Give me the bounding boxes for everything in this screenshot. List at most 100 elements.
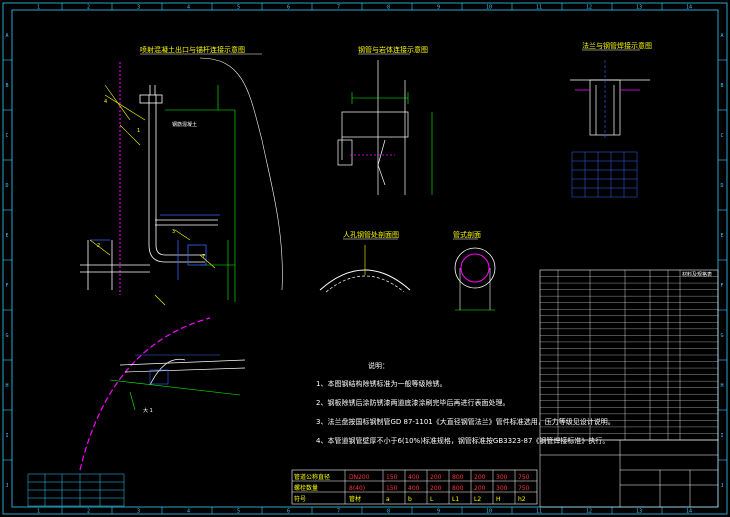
main-view-title: 喷射混凝土出口与锚杆连接示意图 (140, 45, 245, 54)
ruler-num: 9 (437, 5, 440, 11)
table-cell: 400 (408, 474, 420, 481)
ruler-num: 5 (237, 5, 240, 11)
note-line: 1、本图钢结构除锈标准为一般等级除锈。 (316, 379, 446, 388)
section-view: 管式剖面 (453, 230, 496, 311)
ruler-num: 7 (337, 509, 340, 515)
ruler-num: 6 (287, 509, 290, 515)
table-cell: h2 (518, 496, 526, 503)
table-cell: 800 (452, 474, 464, 481)
table-cell: 管材 (349, 495, 361, 503)
table-cell: L1 (452, 496, 459, 503)
arch-view-title: 人孔钢管处剖面图 (343, 230, 399, 239)
ruler-num: 2 (87, 509, 90, 515)
ruler-num: 11 (536, 5, 542, 11)
arch-view: 人孔钢管处剖面图 (319, 230, 411, 293)
notes-block: 说明： 1、本图钢结构除锈标准为一般等级除锈。 2、钢板除锈后涂防锈漆两道底漆涂… (316, 361, 615, 445)
ruler-letter: F (721, 283, 724, 289)
flange-detail: 法兰与钢管焊接示意图 (570, 41, 652, 198)
table-cell: 300 (496, 474, 508, 481)
ruler-num: 10 (486, 5, 492, 11)
callout-num: 7 (202, 254, 205, 260)
rock-boundary (199, 57, 283, 291)
revision-table (27, 473, 125, 507)
main-callouts: 4 1 3 7 2 (97, 99, 205, 260)
main-view: 喷射混凝土出口与锚杆连接示意图 (80, 45, 283, 306)
side-view-title: 钢管与岩体连接示意图 (358, 45, 428, 54)
ruler-num: 5 (237, 509, 240, 515)
table-cell: 200 (430, 474, 442, 481)
ruler-num: 4 (187, 5, 190, 11)
table-cell: 200 (474, 485, 486, 492)
table-cell: 750 (518, 474, 530, 481)
ruler-ticks (3, 3, 727, 514)
ruler-letter: D (6, 183, 9, 189)
ruler-num: 3 (137, 509, 140, 515)
flange-detail-title: 法兰与钢管焊接示意图 (582, 41, 652, 50)
table-cell: 管道公称直径 (294, 473, 330, 481)
table-cell: H (496, 496, 501, 503)
ruler-num: 3 (137, 5, 140, 11)
table-cell: L2 (474, 496, 481, 503)
ruler-letter: A (6, 33, 9, 39)
ruler-num: 1 (37, 5, 40, 11)
ruler-num: 11 (536, 509, 542, 515)
table-cell: b (408, 496, 412, 503)
main-pipe (80, 85, 218, 290)
blue-branch (90, 214, 220, 280)
ruler-letter: I (721, 433, 724, 439)
table-cell: 符号 (294, 495, 306, 503)
ruler-letter: H (6, 383, 9, 389)
ruler-num: 14 (686, 5, 692, 11)
table-cell: 150 (386, 474, 398, 481)
callout-num: 4 (104, 99, 107, 105)
callout-num: 1 (137, 128, 140, 134)
ruler-letter: A (721, 33, 724, 39)
ruler-num: 7 (337, 5, 340, 11)
ruler-num: 1 (37, 509, 40, 515)
table-cell: 300 (496, 485, 508, 492)
ruler-letter: I (6, 433, 9, 439)
ruler-num: 14 (686, 509, 692, 515)
ruler-num: 13 (636, 5, 642, 11)
ruler-letter: G (721, 333, 724, 339)
ruler-num: 4 (187, 509, 190, 515)
table-cell: 400 (408, 485, 420, 492)
ruler-letter: E (6, 233, 9, 239)
table-cell: L (430, 496, 434, 503)
ruler-num: 8 (387, 5, 390, 11)
ruler-num: 9 (437, 509, 440, 515)
yellow-leaders (89, 84, 216, 306)
ruler-letter: B (6, 83, 9, 89)
ruler-letter: G (6, 333, 9, 339)
table-cell: 200 (430, 485, 442, 492)
ruler-letter: F (6, 283, 9, 289)
note-line: 3、法兰盘按国标钢制管GD 87-1101《大直径钢管法兰》管件标准选用，压力等… (316, 417, 615, 426)
green-dims (165, 85, 236, 302)
ruler-num: 8 (387, 509, 390, 515)
bom-header: 材料及规格表 (682, 271, 712, 278)
table-cell: DN200 (349, 474, 370, 481)
ruler-side-letters: A B C D E F G H I J A B C D E F G H I J (6, 33, 724, 489)
side-view: 钢管与岩体连接示意图 (337, 45, 433, 195)
bom-table: 材料及规格表 (539, 269, 719, 441)
table-cell: a (386, 496, 390, 503)
concrete-label: 钢筋混凝土 (172, 121, 197, 128)
note-line: 4、本管道钢管壁厚不小于6(10%)标准规格，钢管标准按GB3323-87《钢管… (316, 436, 609, 445)
ruler-letter: H (721, 383, 724, 389)
table-cell: 150 (386, 485, 398, 492)
ruler-letter: J (721, 483, 724, 489)
callout-num: 3 (172, 229, 175, 235)
ruler-letter: D (721, 183, 724, 189)
ruler-num: 12 (586, 509, 592, 515)
ruler-letter: E (721, 233, 724, 239)
notes-heading: 说明： (368, 361, 389, 370)
flange-spec-grid (571, 151, 638, 198)
ruler-num: 13 (636, 509, 642, 515)
table-cell: 8(40) (349, 485, 365, 492)
ruler-letter: B (721, 83, 724, 89)
ruler-letter: C (6, 133, 9, 139)
callout-num: 2 (97, 243, 100, 249)
ruler-num: 12 (586, 5, 592, 11)
